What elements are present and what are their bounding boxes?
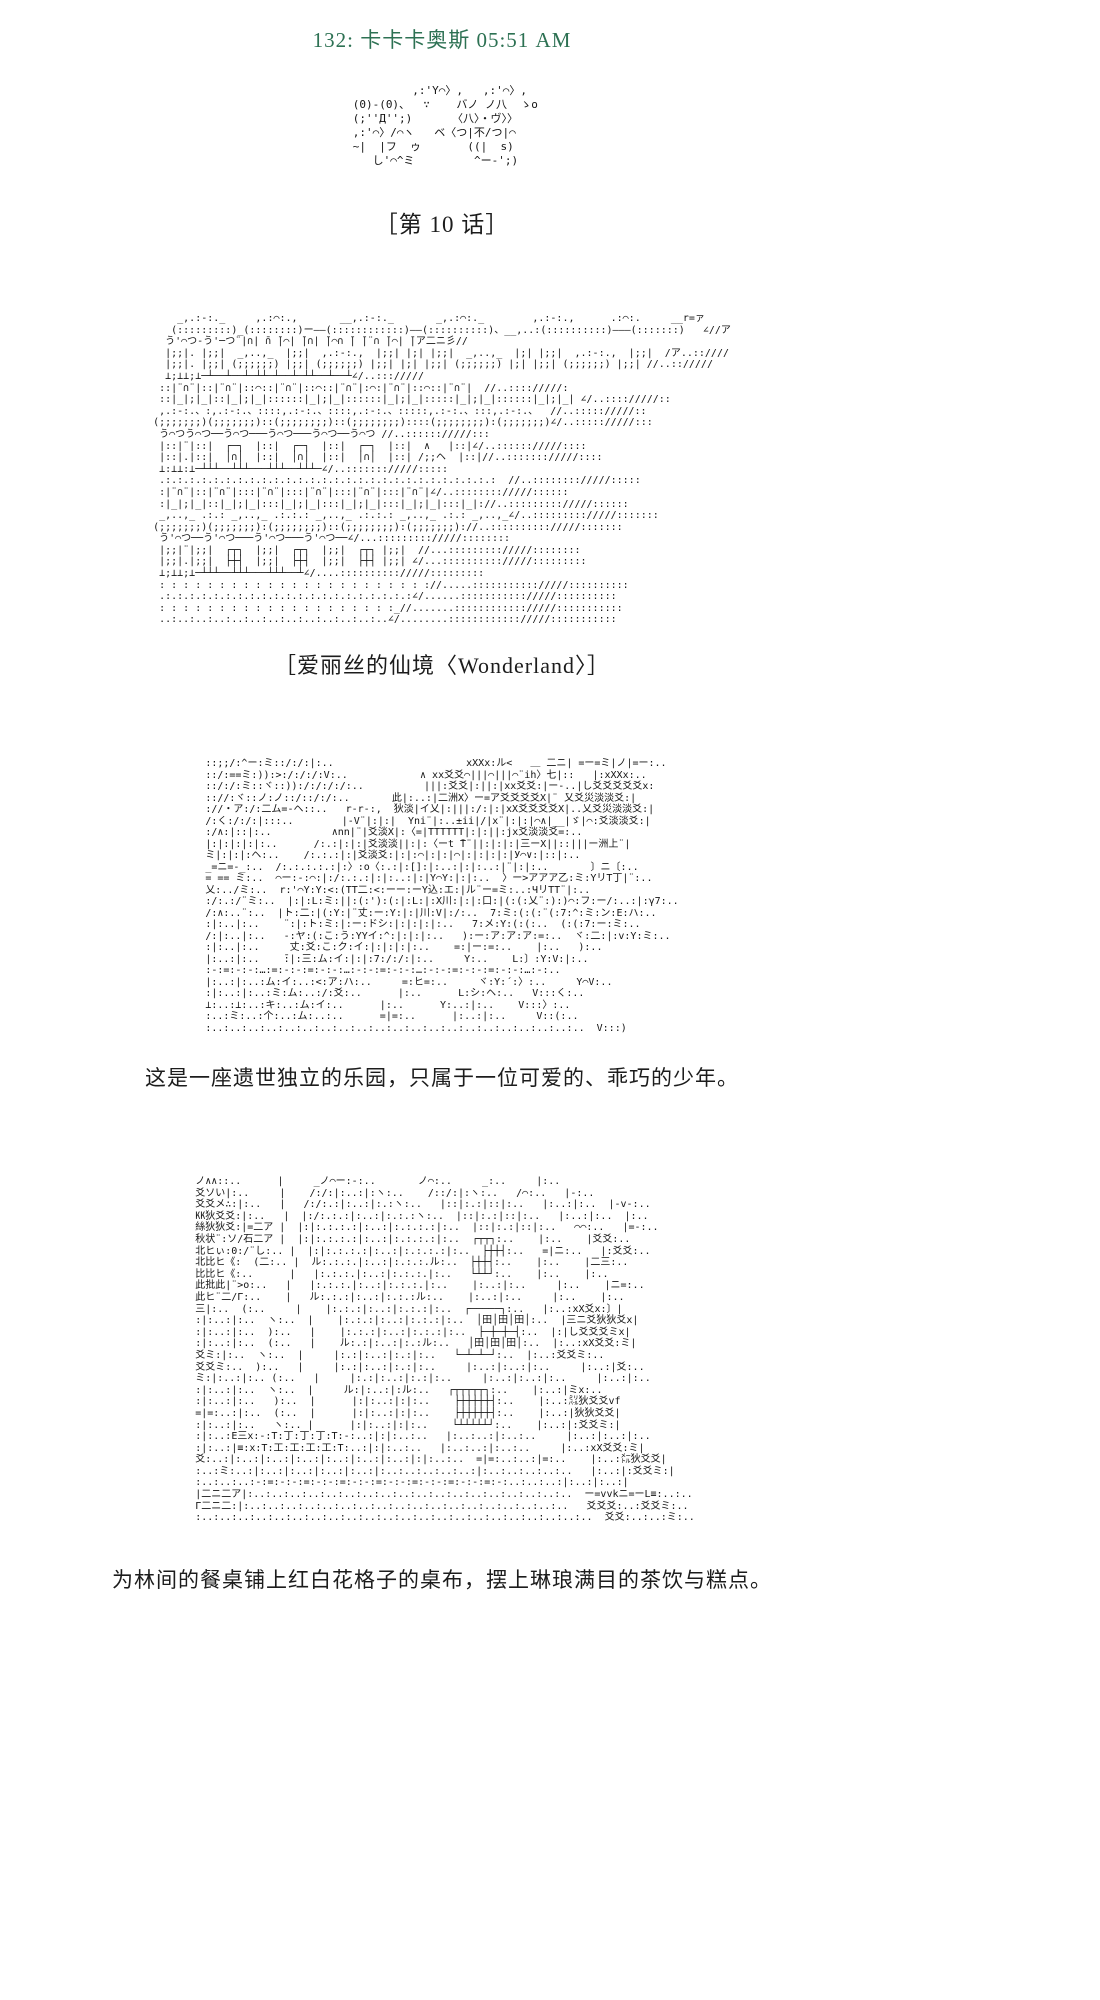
wonderland-caption: ［爱丽丝的仙境〈Wonderland〉］: [274, 653, 610, 679]
ascii-art-avatar: ,:'Y⌒〉, ,:'⌒〉, (0)-(0)、 ∵ バノ ノ八 ゝo (;''Д…: [352, 84, 538, 167]
narration-line-2: 为林间的餐桌铺上红白花格子的桌布，摆上琳琅满目的茶饮与糕点。: [112, 1567, 772, 1592]
thread-page: 132: 卡卡卡奥斯 05:51 AM ,:'Y⌒〉, ,:'⌒〉, (0)-(…: [112, 28, 772, 1592]
narration-line-1: 这是一座遗世独立的乐园，只属于一位可爱的、乖巧的少年。: [145, 1066, 739, 1091]
post-header: 132: 卡卡卡奥斯 05:51 AM: [312, 28, 572, 52]
ascii-art-paradise-scene: ::;;/:^ー:ミ::/:/:|:.. xXXx:ル< ＿ 二ニ| =ー=ミ|…: [205, 758, 679, 1034]
ascii-art-tea-party-scene: ノ∧∧::.. | _ノ⌒ー:‐:.. ノ⌒:.. _:.. |:.. 爻ソい|…: [195, 1176, 695, 1524]
ascii-art-wonderland-scene: _,.:‐:._ ,.:⌒:., __,.:‐:._ _,.:⌒:._ ,.:‐…: [153, 313, 731, 626]
chapter-title: ［第 10 话］: [374, 212, 510, 237]
